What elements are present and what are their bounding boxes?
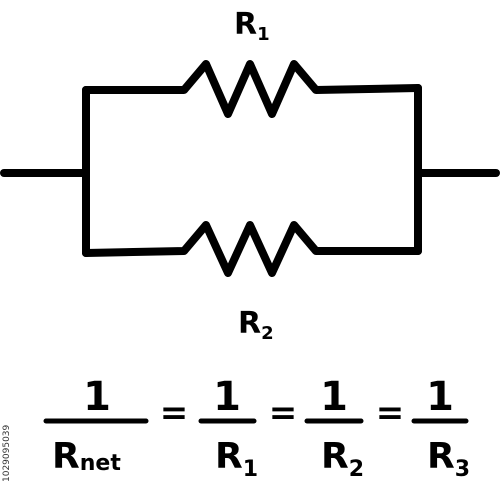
equation: 1 Rnet = 1 R1 = 1 R2 = 1 bbox=[43, 374, 470, 482]
equals-sign-3: = bbox=[376, 393, 405, 433]
watermark-id-text: 1029095039 bbox=[2, 424, 12, 482]
fraction-rnet: 1 Rnet bbox=[43, 374, 149, 477]
circuit bbox=[0, 60, 500, 277]
denominator-r3-symbol: R bbox=[427, 436, 455, 477]
numerator-r2: 1 bbox=[320, 374, 348, 420]
denominator-r3-subscript: 3 bbox=[455, 457, 470, 482]
denominator-r1-subscript: 1 bbox=[243, 457, 258, 482]
denominator-rnet: Rnet bbox=[52, 436, 121, 477]
denominator-rnet-symbol: R bbox=[52, 436, 80, 477]
branch-top-wire bbox=[82, 60, 422, 118]
denominator-r1-symbol: R bbox=[215, 436, 243, 477]
numerator-r3: 1 bbox=[426, 374, 454, 420]
resistor-label-bottom: R2 bbox=[238, 306, 274, 344]
denominator-r2: R2 bbox=[321, 436, 364, 482]
denominator-r3: R3 bbox=[427, 436, 470, 482]
fraction-r2: 1 R2 bbox=[304, 374, 364, 482]
resistor-top-symbol: R bbox=[234, 7, 257, 42]
resistor-bottom-symbol: R bbox=[238, 306, 261, 341]
branch-bottom-wire bbox=[82, 221, 422, 277]
equals-sign-2: = bbox=[269, 393, 298, 433]
resistor-bottom-subscript: 2 bbox=[261, 323, 274, 344]
numerator-rnet: 1 bbox=[83, 374, 111, 420]
denominator-r2-symbol: R bbox=[321, 436, 349, 477]
resistor-label-top: R1 bbox=[234, 7, 270, 45]
denominator-r2-subscript: 2 bbox=[349, 457, 364, 482]
equals-sign-1: = bbox=[160, 393, 189, 433]
resistor-top-subscript: 1 bbox=[257, 24, 270, 45]
denominator-r1: R1 bbox=[215, 436, 258, 482]
numerator-r1: 1 bbox=[213, 374, 241, 420]
fraction-r1: 1 R1 bbox=[198, 374, 258, 482]
fraction-r3: 1 R3 bbox=[411, 374, 470, 482]
denominator-rnet-subscript: net bbox=[80, 451, 122, 476]
